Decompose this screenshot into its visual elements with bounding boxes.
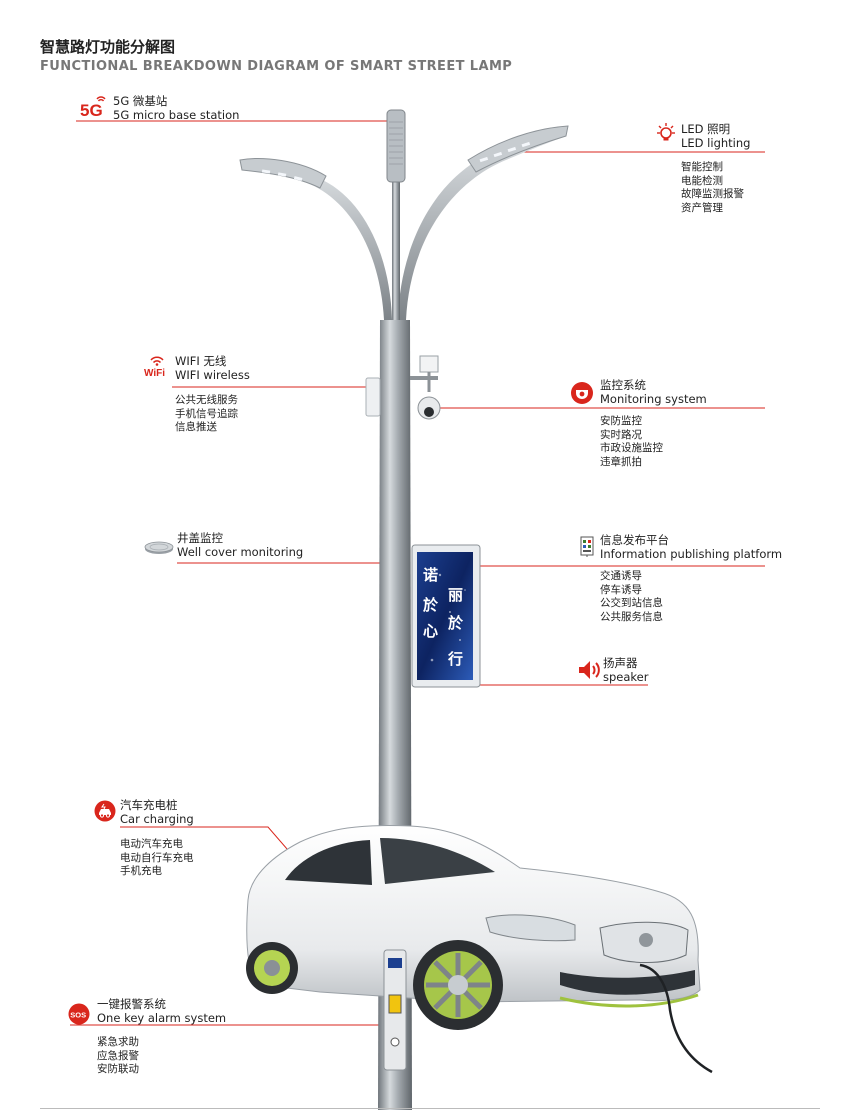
manhole-icon	[144, 540, 174, 554]
screen-char-6: 行	[447, 650, 463, 668]
5g-antenna-grille	[389, 121, 403, 165]
screen-char-3: 於	[423, 596, 439, 614]
alarm-speaker	[390, 1037, 400, 1047]
label-wifi: WIFI 无线 WIFI wireless	[175, 354, 250, 382]
screen-char-5: 於	[448, 614, 464, 632]
screen-char-1: 诺	[423, 566, 438, 584]
page-title: 智慧路灯功能分解图	[40, 38, 176, 56]
sos-icon: SOS	[68, 1003, 90, 1025]
electric-car	[246, 825, 701, 1030]
5g-icon: 5G	[79, 96, 107, 120]
led-modules	[261, 141, 531, 181]
right-lamp-head	[467, 125, 569, 173]
camera-sensor-box	[419, 355, 439, 373]
label-led: LED 照明 LED lighting	[681, 122, 751, 150]
wifi-icon: WiFi	[143, 354, 171, 379]
charging-display	[388, 958, 402, 968]
screen-char-4: 心	[423, 622, 438, 640]
charging-cable	[639, 963, 713, 1074]
display-icon	[578, 536, 596, 558]
screen-calligraphy: 诺 丽 於 心 於 行	[423, 566, 464, 668]
svg-text:WiFi: WiFi	[144, 368, 165, 378]
label-charging: 汽车充电桩 Car charging	[120, 798, 194, 826]
bottom-divider	[40, 1108, 820, 1109]
car-charging-icon	[94, 800, 116, 822]
camera-icon	[570, 381, 594, 405]
info-details: 交通诱导 停车诱导 公交到站信息 公共服务信息	[600, 570, 663, 623]
wifi-box	[365, 377, 381, 417]
info-screen	[417, 552, 473, 680]
screen-sparkles	[424, 573, 466, 662]
svg-text:SOS: SOS	[70, 1011, 86, 1020]
svg-text:5G: 5G	[80, 101, 103, 118]
monitor-details: 安防监控 实时路况 市政设施监控 违章抓拍	[600, 415, 663, 468]
label-speaker: 扬声器 speaker	[603, 656, 649, 684]
sos-button-panel	[388, 994, 402, 1014]
label-well: 井盖监控 Well cover monitoring	[177, 531, 304, 559]
top-pole	[392, 180, 400, 325]
wifi-details: 公共无线服务 手机信号追踪 信息推送	[175, 394, 238, 433]
page-subtitle: FUNCTIONAL BREAKDOWN DIAGRAM OF SMART ST…	[40, 59, 513, 74]
bulb-icon	[655, 122, 677, 144]
label-monitor: 监控系统 Monitoring system	[600, 378, 707, 406]
led-details: 智能控制 电能检测 故障监测报警 资产管理	[681, 161, 744, 214]
alarm-details: 紧急求助 应急报警 安防联动	[97, 1036, 139, 1075]
label-info: 信息发布平台 Information publishing platform	[600, 533, 783, 561]
label-alarm: 一键报警系统 One key alarm system	[97, 997, 227, 1025]
label-5g: 5G 微基站 5G micro base station	[113, 94, 240, 122]
charging-details: 电动汽车充电 电动自行车充电 手机充电	[120, 838, 194, 877]
screen-char-2: 丽	[448, 586, 463, 604]
speaker-icon	[577, 658, 601, 682]
